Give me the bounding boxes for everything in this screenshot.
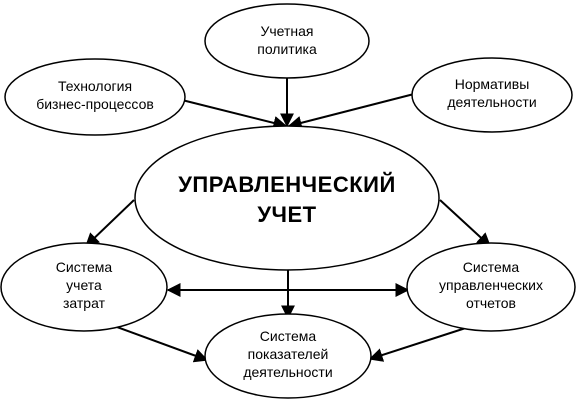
node-cost-system-line-3: затрат — [63, 295, 106, 311]
edge-center-to-reports — [439, 199, 492, 247]
node-reports-system-line-3: отчетов — [466, 295, 516, 311]
node-accounting-policy: Учетная политика — [204, 3, 370, 79]
edge-reports-to-indicators — [368, 324, 476, 362]
node-norms-line-1: Нормативы — [455, 76, 530, 92]
node-indicators-system-line-1: Система — [260, 328, 317, 344]
node-cost-system-line-1: Система — [56, 259, 113, 275]
node-management-accounting-line-2: УЧЕТ — [257, 202, 316, 227]
node-indicators-system-line-2: показателей — [248, 346, 329, 362]
node-norms-line-2: деятельности — [447, 94, 536, 110]
edges — [84, 78, 492, 363]
node-indicators-system-line-3: деятельности — [243, 364, 332, 380]
node-management-accounting-line-1: УПРАВЛЕНЧЕСКИЙ — [178, 172, 396, 197]
node-cost-system: Система учета затрат — [0, 242, 168, 332]
node-accounting-policy-line-1: Учетная — [260, 23, 313, 39]
node-indicators-system: Система показателей деятельности — [204, 313, 372, 399]
node-reports-system: Система управленческих отчетов — [406, 242, 576, 332]
edge-center-to-cost — [84, 199, 135, 247]
edge-norms-to-center — [287, 93, 415, 130]
node-business-tech: Технология бизнес-процессов — [4, 58, 186, 136]
node-reports-system-line-2: управленческих — [439, 277, 543, 293]
node-business-tech-line-2: бизнес-процессов — [36, 96, 154, 112]
edge-cost-to-indicators — [105, 322, 209, 363]
node-norms: Нормативы деятельности — [411, 57, 573, 133]
node-business-tech-line-1: Технология — [58, 78, 132, 94]
node-reports-system-line-1: Система — [463, 259, 520, 275]
edge-tech-to-center — [181, 99, 288, 130]
node-cost-system-line-2: учета — [66, 277, 102, 293]
node-management-accounting: УПРАВЛЕНЧЕСКИЙ УЧЕТ — [134, 125, 440, 271]
node-accounting-policy-line-2: политика — [257, 41, 317, 57]
